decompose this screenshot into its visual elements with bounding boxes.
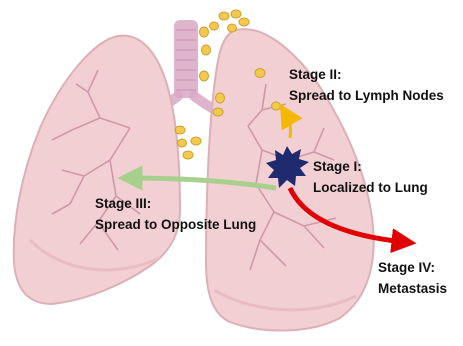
stage4-description: Metastasis <box>378 280 447 297</box>
stage2-title: Stage II: <box>289 66 444 83</box>
stage3-label: Stage III: Spread to Opposite Lung <box>95 195 256 233</box>
stage2-description: Spread to Lymph Nodes <box>289 87 444 104</box>
stage4-label: Stage IV: Metastasis <box>378 259 447 297</box>
stage2-label: Stage II: Spread to Lymph Nodes <box>289 66 444 104</box>
stage3-title: Stage III: <box>95 195 256 212</box>
stage4-title: Stage IV: <box>378 259 447 276</box>
stage1-title: Stage I: <box>313 158 428 175</box>
stage1-description: Localized to Lung <box>313 179 428 196</box>
left-lung-shape <box>14 36 180 304</box>
stage1-label: Stage I: Localized to Lung <box>313 158 428 196</box>
stage3-description: Spread to Opposite Lung <box>95 216 256 233</box>
